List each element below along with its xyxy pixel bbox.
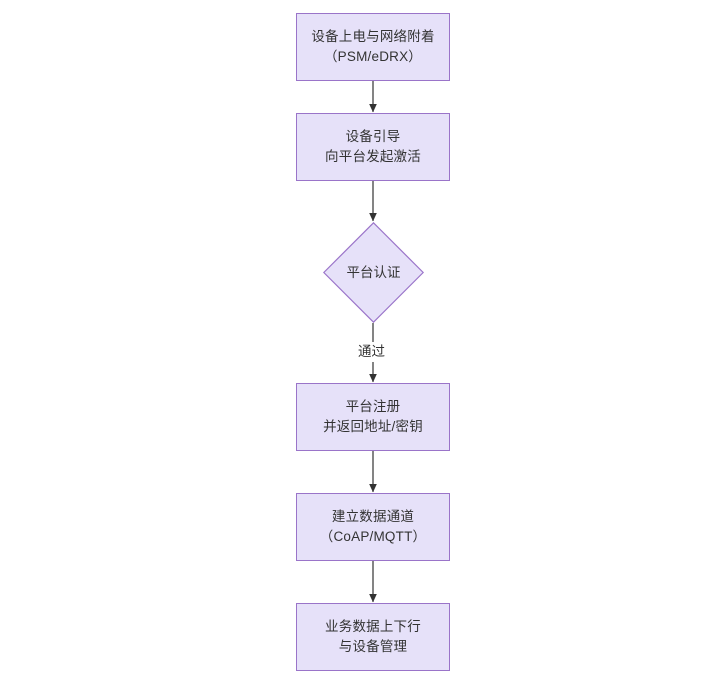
flow-node-device-bootstrap[interactable]: 设备引导 向平台发起激活	[296, 113, 450, 181]
flow-node-label: 设备上电与网络附着 （PSM/eDRX）	[311, 29, 435, 64]
flow-node-platform-auth-decision[interactable]: 平台认证	[323, 222, 424, 323]
diamond-shape-icon	[323, 222, 424, 323]
flow-node-label: 建立数据通道 （CoAP/MQTT）	[319, 509, 427, 544]
flow-node-establish-data-channel[interactable]: 建立数据通道 （CoAP/MQTT）	[296, 493, 450, 561]
flow-node-platform-register[interactable]: 平台注册 并返回地址/密钥	[296, 383, 450, 451]
flow-node-label: 平台注册 并返回地址/密钥	[323, 399, 423, 434]
flow-node-label: 业务数据上下行 与设备管理	[325, 619, 421, 654]
flow-node-label: 平台认证	[346, 264, 401, 280]
flow-node-device-power-on[interactable]: 设备上电与网络附着 （PSM/eDRX）	[296, 13, 450, 81]
flow-node-business-data-and-device-management[interactable]: 业务数据上下行 与设备管理	[296, 603, 450, 671]
edge-label-pass: 通过	[355, 342, 388, 362]
flow-node-label: 设备引导 向平台发起激活	[325, 129, 421, 164]
